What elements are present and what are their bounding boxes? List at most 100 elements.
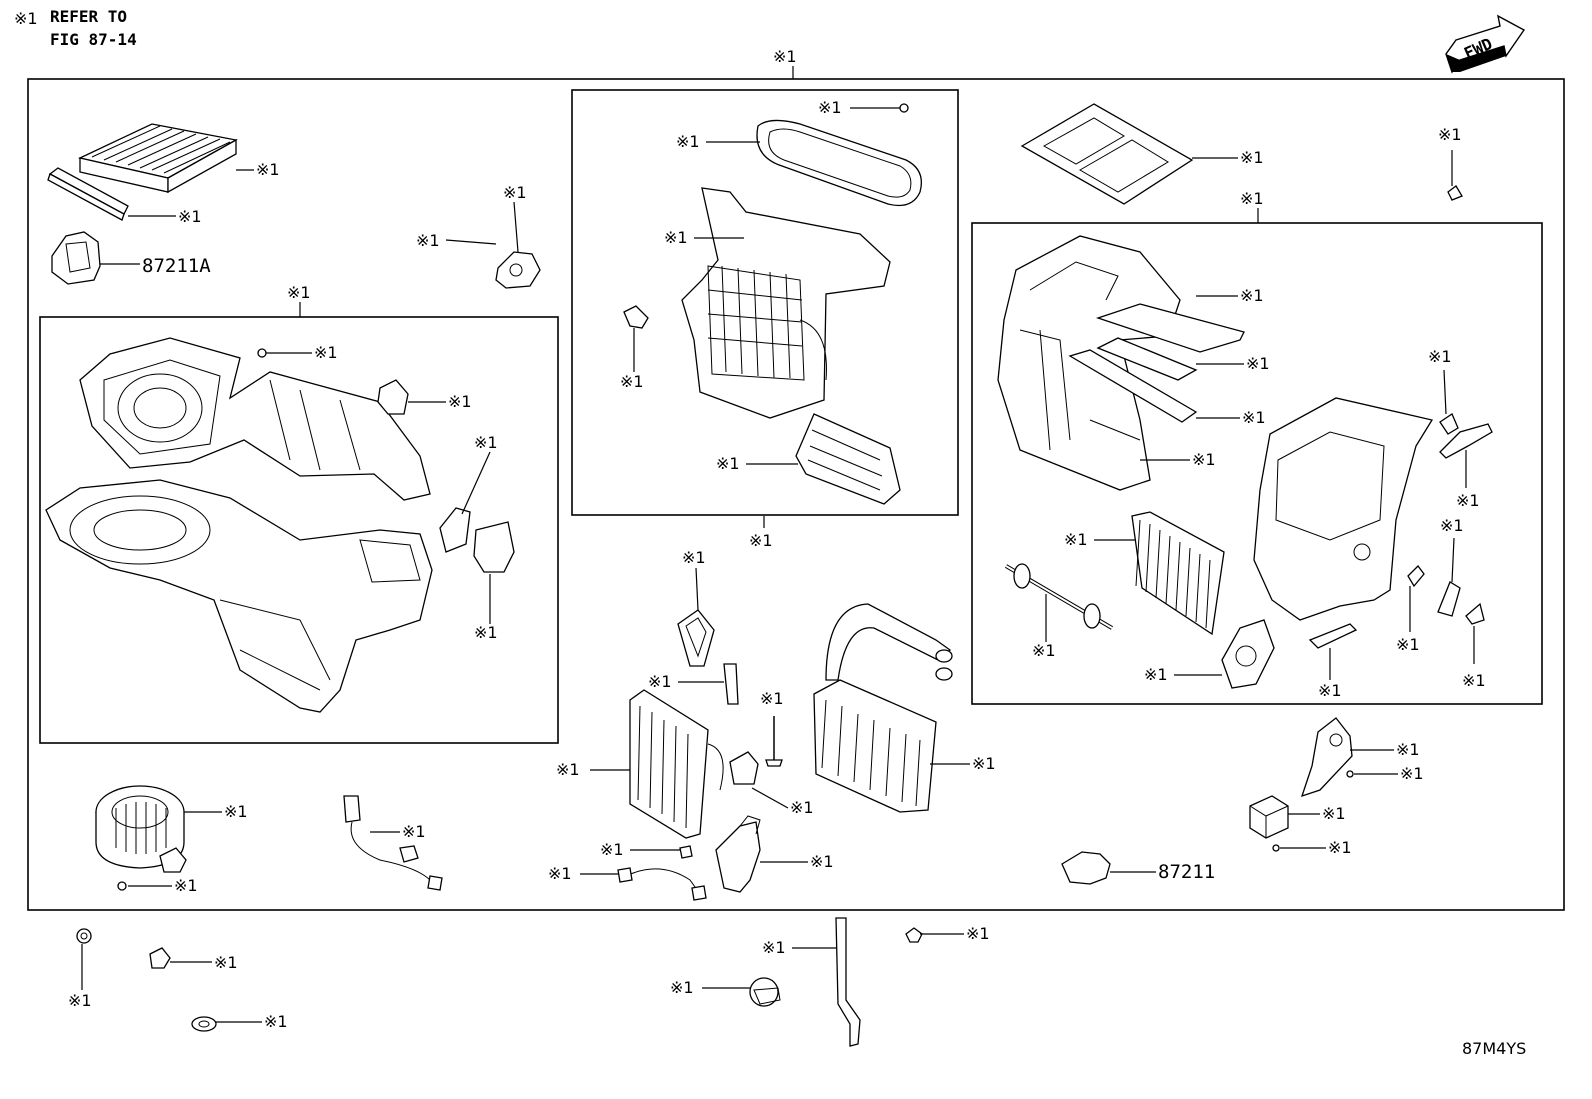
blower-case-subframe xyxy=(39,316,559,744)
ref-temp-sensor-clip: ※1 xyxy=(600,840,624,859)
intake-sensor-part xyxy=(623,305,649,329)
ref-heater-link-gear: ※1 xyxy=(1144,665,1168,684)
ref-actuator-bracket-screw: ※1 xyxy=(1400,764,1424,783)
ref-mode-lever-upper-h2: ※1 xyxy=(1456,491,1480,510)
ref-heater-core: ※1 xyxy=(1064,530,1088,549)
heater-link-small-part xyxy=(1407,565,1425,588)
reference-note-mark: ※1 xyxy=(14,9,38,28)
reference-note-line-2: FIG 87-14 xyxy=(50,30,137,49)
ref-heater-top-screw: ※1 xyxy=(1438,125,1462,144)
ref-filter-cover: ※1 xyxy=(178,207,202,226)
bolt-part xyxy=(905,927,923,943)
heater-cover-plate-part xyxy=(1020,103,1194,205)
ref-recirc-actuator: ※1 xyxy=(503,183,527,202)
ref-hose-clamp: ※1 xyxy=(670,978,694,997)
ref-evap-clip: ※1 xyxy=(648,672,672,691)
heater-actuator-bracket-part xyxy=(1300,717,1353,798)
ref-mode-lever-lower-h: ※1 xyxy=(1440,516,1464,535)
ref-evaporator: ※1 xyxy=(556,760,580,779)
mode-lever-lower-part xyxy=(1437,581,1485,625)
blower-motor-part xyxy=(95,785,187,873)
ref-mode-door-2: ※1 xyxy=(1246,354,1270,373)
diagram-code: 87M4YS xyxy=(1462,1039,1526,1058)
intake-gasket-part xyxy=(756,119,923,207)
part-number-87211: 87211 xyxy=(1158,861,1215,883)
nut-part xyxy=(76,928,92,944)
part-number-87211a: 87211A xyxy=(142,255,211,277)
mode-lever-upper-part xyxy=(1439,413,1493,459)
ref-mode-lever-lower-h2: ※1 xyxy=(1462,671,1486,690)
air-filter-part xyxy=(78,123,238,194)
blower-harness-part xyxy=(343,795,443,891)
door-shaft-part xyxy=(1004,563,1114,630)
ref-heater-case: ※1 xyxy=(1240,189,1264,208)
intake-unit-subframe xyxy=(571,89,959,516)
actuator-bracket-screw-part xyxy=(1346,770,1354,778)
reference-note: ※1 REFER TO FIG 87-14 xyxy=(14,7,137,49)
intake-filter-door-part xyxy=(795,413,901,505)
ref-door-shaft: ※1 xyxy=(1032,641,1056,660)
ref-intake-sensor: ※1 xyxy=(620,372,644,391)
ref-mode-lever-upper: ※1 xyxy=(474,433,498,452)
mode-door-lever-part xyxy=(439,507,515,573)
main-assembly-frame xyxy=(27,78,1565,911)
expansion-valve-part xyxy=(729,751,759,785)
ref-intake-unit-body: ※1 xyxy=(664,228,688,247)
evaporator-part xyxy=(629,689,724,839)
ref-air-filter: ※1 xyxy=(256,160,280,179)
evap-seal-part xyxy=(677,609,715,667)
drain-hose-part xyxy=(835,917,861,1047)
heater-case-subframe xyxy=(971,222,1543,705)
ref-mode-lever-lower: ※1 xyxy=(474,623,498,642)
intake-screw-part xyxy=(899,103,909,113)
ref-air-mix-screw: ※1 xyxy=(1328,838,1352,857)
grommet-part xyxy=(149,947,171,969)
ref-blower-motor: ※1 xyxy=(224,802,248,821)
blower-lower-case-part xyxy=(45,479,433,713)
hose-clamp-part xyxy=(749,977,781,1007)
air-mix-screw-part xyxy=(1272,844,1280,852)
heater-link-gear-part xyxy=(1221,619,1275,689)
ref-grommet: ※1 xyxy=(214,953,238,972)
ref-drain-hose: ※1 xyxy=(762,938,786,957)
ref-actuator-bracket: ※1 xyxy=(1396,740,1420,759)
ref-expansion-valve: ※1 xyxy=(790,798,814,817)
ref-blower-screw: ※1 xyxy=(314,343,338,362)
ref-blower-motor-screw: ※1 xyxy=(174,876,198,895)
recirc-actuator-part xyxy=(495,251,541,289)
ref-top-main: ※1 xyxy=(773,47,797,66)
ref-temp-sensor-wire: ※1 xyxy=(548,864,572,883)
drain-duct-part xyxy=(715,815,761,893)
ref-heater-pipe-core: ※1 xyxy=(972,754,996,773)
ref-intake-filter-door: ※1 xyxy=(716,454,740,473)
reference-note-line-1: REFER TO xyxy=(50,7,127,26)
ref-blower-harness: ※1 xyxy=(402,822,426,841)
ref-bolt: ※1 xyxy=(966,924,990,943)
ref-intake-unit: ※1 xyxy=(749,531,773,550)
fwd-arrow-icon: FWD xyxy=(1445,14,1526,74)
ref-air-mix-actuator: ※1 xyxy=(1322,804,1346,823)
clip-part xyxy=(191,1016,217,1032)
seal-plate-part xyxy=(377,379,409,415)
ref-blower-case: ※1 xyxy=(287,283,311,302)
evap-bolt-part xyxy=(765,716,783,767)
ref-seal-plate: ※1 xyxy=(448,392,472,411)
heater-top-screw-part xyxy=(1447,185,1463,201)
ref-mode-lever-upper-h: ※1 xyxy=(1428,347,1452,366)
mode-door-shaft-2-part xyxy=(1096,337,1198,381)
ref-mode-door-1: ※1 xyxy=(1240,286,1264,305)
heater-core-part xyxy=(1131,511,1225,636)
mode-door-shaft-1-part xyxy=(1095,303,1245,353)
side-duct-part xyxy=(1061,851,1111,885)
intake-unit-part xyxy=(681,187,891,419)
blower-upper-case-part xyxy=(79,337,431,501)
ref-evap-bolt: ※1 xyxy=(760,689,784,708)
ref-heater-link-rod: ※1 xyxy=(1318,681,1342,700)
ref-heater-link-small: ※1 xyxy=(1396,635,1420,654)
filter-cover-part xyxy=(47,167,129,221)
ref-clip: ※1 xyxy=(264,1012,288,1031)
temp-sensor-wire-part xyxy=(617,845,707,901)
ref-actuator-screw: ※1 xyxy=(416,231,440,250)
ref-mode-door-3: ※1 xyxy=(1242,408,1266,427)
